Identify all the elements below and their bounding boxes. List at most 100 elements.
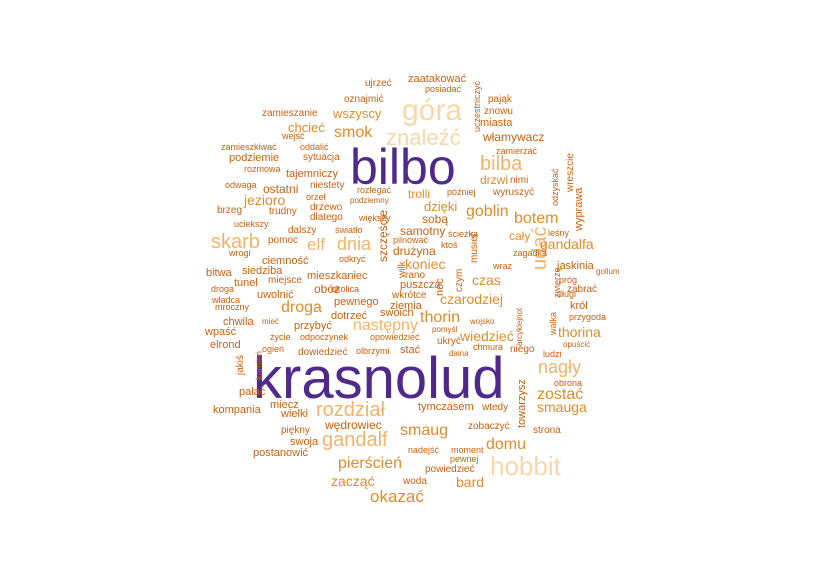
word: tajemniczy xyxy=(286,168,338,180)
word: orzeł xyxy=(306,192,326,202)
word: smauga xyxy=(537,399,587,415)
word: pałac xyxy=(239,386,266,398)
word: uwolnić xyxy=(257,289,294,301)
word: elrond xyxy=(210,339,241,351)
word: życie xyxy=(270,332,291,342)
word: wiedzieć xyxy=(460,328,514,344)
word: nimi xyxy=(510,175,529,186)
word: odzyskać xyxy=(550,168,560,206)
word: pająk xyxy=(488,94,512,105)
word: skarb xyxy=(211,231,260,253)
word: wszyscy xyxy=(333,106,382,121)
word: kamień xyxy=(254,350,264,380)
word: ścieżka xyxy=(448,229,479,239)
word: próg xyxy=(559,275,578,285)
word: obrona xyxy=(554,378,583,388)
word: powiedzieć xyxy=(425,464,475,475)
word: dzięki xyxy=(424,199,458,214)
word: zabrać xyxy=(567,284,598,295)
word: droga xyxy=(281,299,322,316)
word: cały xyxy=(509,229,531,243)
word: pomyśl xyxy=(432,325,458,334)
word: sytuacja xyxy=(303,152,340,163)
word: wejść xyxy=(282,131,305,141)
word: rano xyxy=(405,270,426,281)
word: wyprawa xyxy=(573,187,585,231)
word: postanowić xyxy=(253,447,309,459)
word: botem xyxy=(514,210,559,227)
word: wyruszyć xyxy=(493,187,535,198)
word: trudny xyxy=(269,206,297,217)
word: oznajmić xyxy=(344,94,384,105)
word: zamieszkiwać xyxy=(221,142,277,152)
word: długi xyxy=(557,289,577,299)
word: okolica xyxy=(331,284,360,294)
word: szczęście xyxy=(376,209,390,262)
word: wielki xyxy=(281,408,308,420)
word: chmura xyxy=(473,342,504,352)
word: miasta xyxy=(480,117,513,129)
word: czas xyxy=(472,272,501,288)
word: siedziba xyxy=(242,265,283,277)
word: odkryć xyxy=(339,254,366,264)
word: mroczny xyxy=(215,302,250,312)
word: ukryć xyxy=(437,336,461,347)
word: dalszy xyxy=(288,225,317,236)
word: posiadać xyxy=(425,84,462,94)
word: światło xyxy=(335,225,363,235)
word: tunel xyxy=(234,277,258,289)
word: smaug xyxy=(400,422,449,439)
word: swoich xyxy=(380,307,414,319)
word: niego xyxy=(510,344,535,355)
word: zagadka xyxy=(513,248,548,258)
word: czarodziej xyxy=(440,291,504,307)
word: woda xyxy=(403,476,427,487)
word: wreszcie xyxy=(565,153,576,192)
word: wędrowiec xyxy=(325,418,382,432)
word: mieć xyxy=(262,317,279,326)
word: następny xyxy=(353,317,418,334)
word: pewnej xyxy=(450,454,479,464)
word: bilba xyxy=(480,153,523,175)
word: goblin xyxy=(466,203,509,220)
word: thorin xyxy=(420,309,461,326)
word: oddalić xyxy=(300,142,329,152)
word: ktoś xyxy=(441,240,458,250)
word: brzeg xyxy=(217,205,243,216)
word: piękny xyxy=(281,425,310,436)
word: król xyxy=(570,300,588,312)
word: pomoc xyxy=(268,235,299,246)
word: gandalfa xyxy=(540,236,594,252)
word: pierścień xyxy=(338,455,403,472)
word: niestety xyxy=(310,180,345,191)
word: pewnego xyxy=(334,296,379,308)
word: musieć xyxy=(469,231,480,263)
word: ciemność xyxy=(262,255,309,267)
word: leśny xyxy=(548,228,570,238)
word: opowiedzieć xyxy=(370,332,420,342)
word: nadejść xyxy=(408,445,440,455)
word: góra xyxy=(402,94,463,127)
word: miejsce xyxy=(268,275,302,286)
word: wpaść xyxy=(205,326,237,338)
word: krasnolud xyxy=(253,346,505,411)
word: swoja xyxy=(290,436,319,448)
word: strona xyxy=(533,425,561,436)
word: domu xyxy=(486,436,527,453)
word: drużyna xyxy=(393,244,436,258)
word: samotny xyxy=(400,224,446,238)
word: mieszkaniec xyxy=(307,270,368,282)
word: dowiedzieć xyxy=(298,347,348,358)
word: przybyć xyxy=(294,320,332,332)
word: jakiś xyxy=(235,354,246,375)
word: ogień xyxy=(262,344,285,354)
word: rozmowa xyxy=(244,164,281,174)
word: elf xyxy=(307,235,325,254)
word: jezioro xyxy=(244,192,286,208)
word: jaskinia xyxy=(557,260,594,272)
word: towarzysz xyxy=(516,379,528,428)
word: drzewo xyxy=(310,202,343,213)
word: znowu xyxy=(484,106,513,117)
word: wkrótce xyxy=(392,290,427,301)
